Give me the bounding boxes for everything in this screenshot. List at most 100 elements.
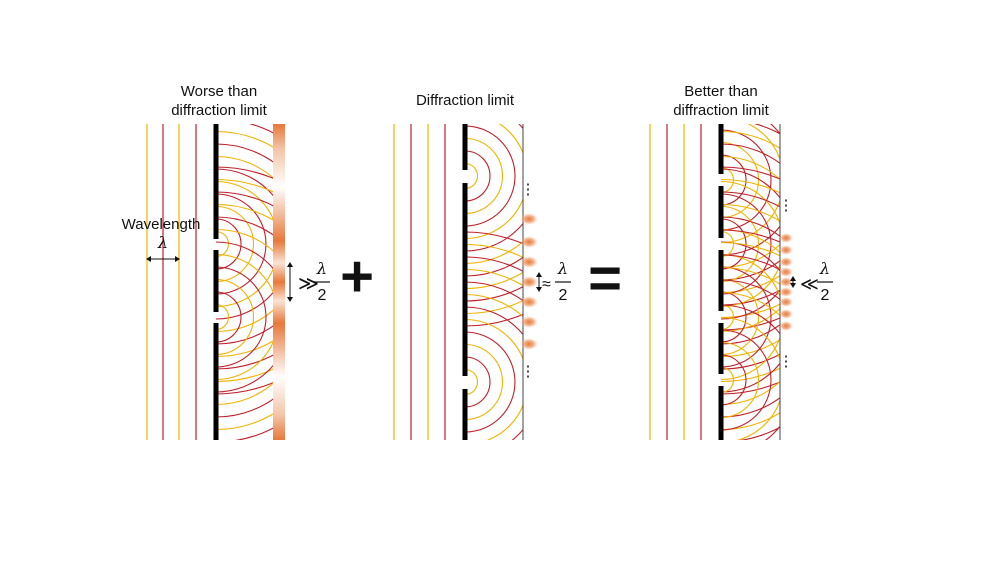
circular-wavefront-arc <box>465 293 523 318</box>
arrow-head-up <box>536 272 542 277</box>
slit-barrier-segment <box>718 186 724 238</box>
circular-wavefront-arc <box>465 271 523 290</box>
panel-a-title-line-1: Worse than <box>181 83 257 100</box>
interference-fringe-spot <box>779 277 793 287</box>
panel-a-title-line-2: diffraction limit <box>171 102 267 119</box>
circular-wavefront-arc <box>721 205 760 283</box>
circular-wavefront-arc <box>721 259 780 281</box>
interference-fringe-spot <box>520 338 538 350</box>
interference-fringe-spot <box>779 233 793 243</box>
circular-wavefront-group <box>465 124 523 440</box>
plus-sign: + <box>340 244 374 309</box>
circular-wavefront-arc <box>465 356 491 408</box>
panel-b-title: Diffraction limit <box>416 92 515 109</box>
panel-c-title-line-1: Better than <box>684 83 757 100</box>
circular-wavefront-arc <box>216 241 276 393</box>
circular-wavefront-arc <box>216 230 230 258</box>
panel-c-ellipsis-top: ⋮ <box>779 197 794 214</box>
foreground-layer <box>146 124 796 440</box>
circular-wavefront-arc <box>721 218 747 270</box>
circular-wavefront-arc <box>216 266 267 368</box>
interference-fringe-spot <box>520 213 538 225</box>
interference-fringe-spot <box>779 267 793 277</box>
equals-sign: = <box>588 246 622 311</box>
circular-wavefront-arc <box>465 124 523 252</box>
arrow-head-up <box>287 262 293 267</box>
circular-wavefront-arc <box>721 203 780 431</box>
slit-barrier-segment <box>718 124 724 174</box>
wavelength-label: Wavelength <box>122 216 201 233</box>
circular-wavefront-arc <box>721 266 772 368</box>
wavelength-arrow <box>146 256 180 262</box>
arrow-head-up <box>790 276 796 281</box>
circular-wavefront-arc <box>721 291 747 343</box>
arrow-head-right <box>175 256 180 262</box>
panel-c-fraction-numerator: λ <box>819 259 830 278</box>
circular-wavefront-arc <box>465 281 523 302</box>
circular-wavefront-arc <box>721 266 780 285</box>
slit-barrier-segment <box>462 124 468 170</box>
panel-b-relation: ≈ <box>542 276 551 293</box>
circular-wavefront-arc <box>721 141 760 219</box>
circular-wavefront-arc <box>216 168 276 320</box>
circular-wavefront-arc <box>216 180 276 308</box>
arrow-head-left <box>146 256 151 262</box>
fringe-spacing-arrow-a <box>287 262 293 302</box>
slit-barrier-segment <box>718 250 724 311</box>
interference-fringe-spot <box>779 245 793 255</box>
circular-wavefront-arc <box>216 253 276 381</box>
intensity-screen-strip <box>273 124 285 440</box>
slit-barrier-segment <box>213 124 219 239</box>
slit-barrier-segment <box>462 389 468 440</box>
circular-wavefront-arc <box>721 304 780 440</box>
circular-wavefront-arc <box>721 354 747 406</box>
circular-wavefront-arc <box>465 240 523 265</box>
arrow-head-down <box>287 297 293 302</box>
circular-wavefront-arc <box>465 286 523 302</box>
circular-wavefront-arc <box>465 343 504 421</box>
circular-wavefront-arc <box>721 143 780 345</box>
circular-wavefront-arc <box>216 303 230 331</box>
circular-wavefront-arc <box>465 318 523 440</box>
circular-wavefront-group <box>721 124 780 440</box>
fringe-spacing-arrow-c <box>790 276 796 288</box>
circular-wavefront-arc <box>721 124 780 256</box>
interference-fringe-spot <box>520 276 538 288</box>
interference-fringe-spot <box>520 236 538 248</box>
circular-wavefront-arc <box>721 216 780 418</box>
circular-wavefront-arc <box>216 130 276 358</box>
interference-fringe-spot <box>520 316 538 328</box>
wavelength-symbol: λ <box>157 233 168 252</box>
arrow-head-down <box>536 287 542 292</box>
circular-wavefront-arc <box>721 329 772 431</box>
panel-b-ellipsis-top: ⋮ <box>521 181 536 198</box>
panel-a-relation: ≫ <box>298 273 319 295</box>
circular-wavefront-arc <box>721 124 780 244</box>
circular-wavefront-arc <box>465 368 479 396</box>
circular-wavefront-arc <box>216 193 267 295</box>
panel-c-relation: ≪ <box>800 274 819 294</box>
circular-wavefront-arc <box>721 316 780 440</box>
interference-fringe-spot <box>779 287 793 297</box>
circular-wavefront-arc <box>465 124 523 240</box>
circular-wavefront-arc <box>216 218 242 270</box>
interference-fringe-spot <box>520 256 538 268</box>
interference-fringe-spot <box>779 257 793 267</box>
interference-fringe-spot <box>520 296 538 308</box>
circular-wavefront-arc <box>721 254 780 271</box>
circular-wavefront-arc <box>721 243 780 269</box>
circular-wavefront-arc <box>465 150 491 202</box>
wavefront-layer <box>146 124 780 440</box>
panel-a-fraction-numerator: λ <box>316 259 327 278</box>
panel-c-ellipsis-bottom: ⋮ <box>779 353 794 370</box>
circular-wavefront-arc <box>721 129 772 231</box>
circular-wavefront-arc <box>216 228 276 406</box>
circular-wavefront-arc <box>721 366 735 394</box>
panel-c-title-line-2: diffraction limit <box>673 102 769 119</box>
slit-barrier-segment <box>718 323 724 374</box>
circular-wavefront-group <box>216 124 276 440</box>
circular-wavefront-arc <box>721 193 772 295</box>
circular-wavefront-arc <box>216 278 255 356</box>
circular-wavefront-arc <box>465 331 516 433</box>
